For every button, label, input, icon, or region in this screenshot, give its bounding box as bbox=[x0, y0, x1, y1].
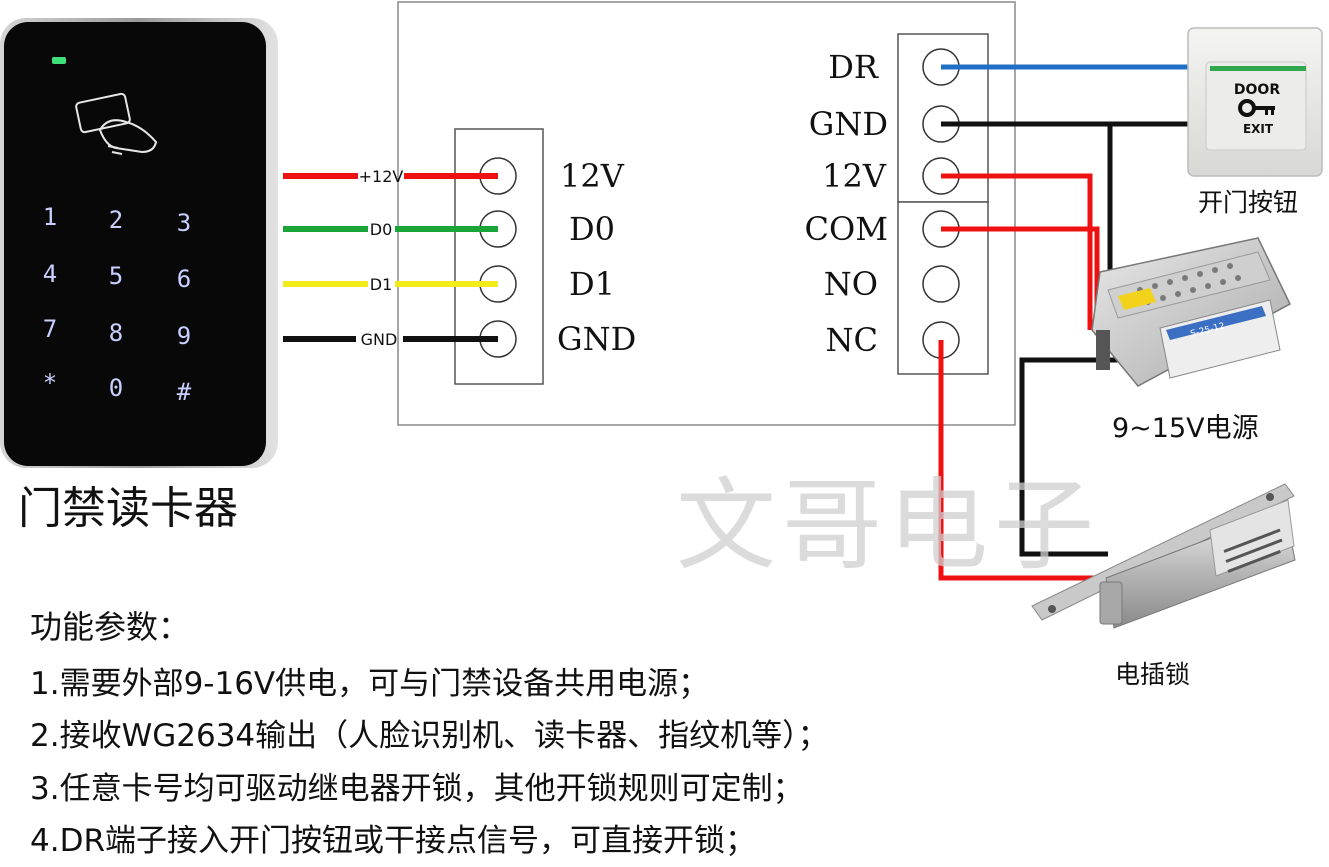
lock-label-dots bbox=[1223, 528, 1283, 573]
exit-button-caption: 开门按钮 bbox=[1198, 188, 1298, 217]
pin-label-12v: 12V bbox=[560, 157, 625, 195]
key-star: * bbox=[43, 369, 57, 397]
status-led bbox=[52, 57, 66, 64]
input-screws bbox=[479, 157, 517, 358]
wire-12v-red bbox=[941, 173, 1093, 330]
card-swipe-icon bbox=[75, 92, 158, 155]
key-3: 3 bbox=[177, 209, 191, 237]
wire-psu-black-to-lock bbox=[1019, 357, 1125, 557]
key-9: 9 bbox=[177, 322, 191, 350]
card-reader: 1 2 3 4 5 6 7 8 9 * 0 # bbox=[0, 18, 278, 468]
electric-lock-device bbox=[1031, 483, 1296, 629]
out-label-dr: DR bbox=[828, 48, 879, 86]
key-2: 2 bbox=[109, 206, 123, 234]
wire-label-12v: +12V bbox=[359, 167, 404, 186]
pin-label-d1: D1 bbox=[569, 265, 615, 303]
feature-line-1: 1.需要外部9-16V供电，可与门禁设备共用电源； bbox=[30, 666, 710, 702]
key-5: 5 bbox=[109, 262, 123, 290]
exit-button-exit-text: EXIT bbox=[1243, 122, 1274, 136]
power-supply-device: S-25-12 bbox=[1091, 237, 1291, 387]
wire-nc-red bbox=[938, 340, 1105, 581]
pin-label-gnd: GND bbox=[557, 320, 636, 358]
feature-line-4: 4.DR端子接入开门按钮或干接点信号，可直接开锁； bbox=[30, 823, 756, 859]
key-8: 8 bbox=[109, 319, 123, 347]
lock-caption: 电插锁 bbox=[1115, 660, 1190, 689]
feature-line-3: 3.任意卡号均可驱动继电器开锁，其他开锁规则可定制； bbox=[30, 771, 804, 807]
reader-caption: 门禁读卡器 bbox=[18, 483, 238, 534]
key-hash: # bbox=[177, 378, 192, 406]
key-7: 7 bbox=[43, 315, 57, 343]
keypad: 1 2 3 4 5 6 7 8 9 * 0 # bbox=[43, 203, 192, 406]
pin-label-d0: D0 bbox=[569, 210, 615, 248]
out-label-com: COM bbox=[805, 210, 888, 248]
key-icon bbox=[1238, 99, 1275, 117]
power-supply-caption: 9~15V电源 bbox=[1112, 413, 1259, 444]
out-label-nc: NC bbox=[826, 321, 878, 359]
key-1: 1 bbox=[43, 203, 57, 231]
watermark: 文哥电子 bbox=[676, 467, 1100, 584]
features-title: 功能参数： bbox=[30, 608, 191, 646]
out-label-12v: 12V bbox=[822, 157, 887, 195]
exit-button-device: DOOR EXIT bbox=[1187, 27, 1323, 177]
exit-button-door-text: DOOR bbox=[1234, 82, 1280, 98]
key-0: 0 bbox=[109, 374, 123, 402]
wire-label-d1: D1 bbox=[370, 275, 393, 294]
out-label-no: NO bbox=[824, 265, 878, 303]
wire-label-d0: D0 bbox=[370, 220, 393, 239]
wire-label-gnd: GND bbox=[361, 330, 398, 349]
key-4: 4 bbox=[43, 260, 57, 288]
psu-vent-holes bbox=[1137, 263, 1241, 305]
key-6: 6 bbox=[177, 265, 191, 293]
input-wire-ends bbox=[470, 173, 498, 342]
feature-line-2: 2.接收WG2634输出（人脸识别机、读卡器、指纹机等）； bbox=[30, 718, 829, 754]
out-label-gnd: GND bbox=[809, 105, 888, 143]
output-wires bbox=[938, 64, 1192, 581]
